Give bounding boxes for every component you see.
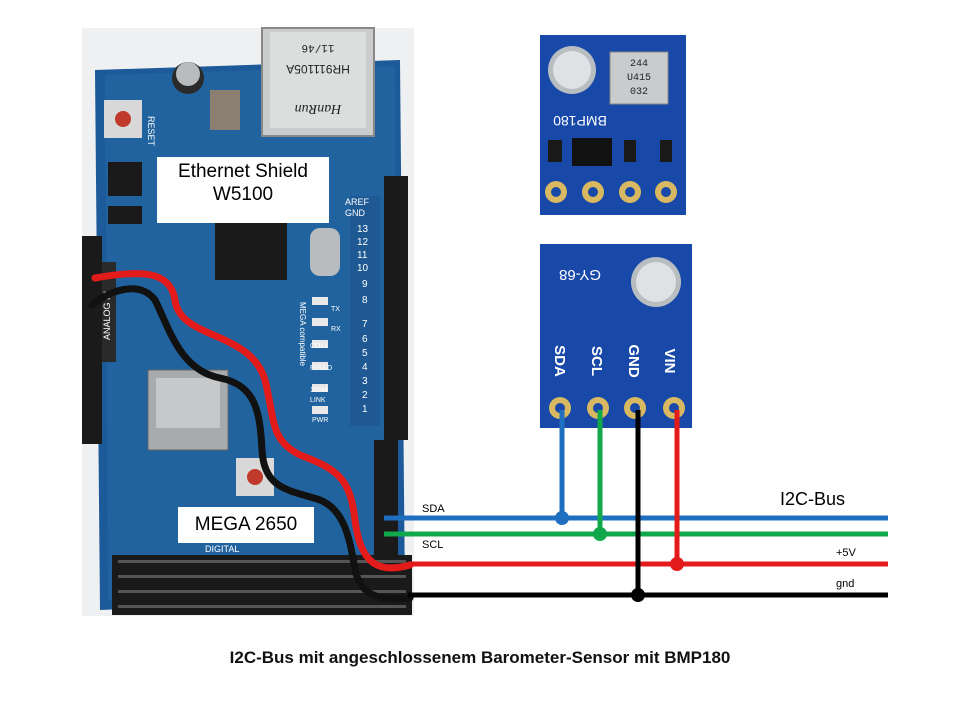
bus-label-5v: +5V bbox=[836, 547, 857, 559]
jack-text-1: 11/46 bbox=[301, 41, 334, 53]
silk-coll: COLL bbox=[310, 343, 328, 350]
bmp180-chip-text-1: 244 bbox=[630, 59, 648, 70]
gy68-pin-gnd: GND bbox=[625, 344, 642, 378]
junction-sda bbox=[555, 511, 569, 525]
silk-2: 2 bbox=[362, 390, 368, 401]
silk-3: 3 bbox=[362, 376, 368, 387]
silk-10: 10 bbox=[357, 263, 369, 274]
ethernet-shield-label-line1: Ethernet Shield bbox=[178, 161, 308, 182]
silk-rx: RX bbox=[331, 326, 341, 333]
jack-text-2: HR911105A bbox=[286, 62, 350, 76]
bus-label-gnd: gnd bbox=[836, 578, 854, 590]
silk-7: 7 bbox=[362, 319, 368, 330]
gy68-pin-sda: SDA bbox=[551, 345, 568, 377]
silk-1: 1 bbox=[362, 404, 368, 415]
bmp180-silkscreen: BMP180 bbox=[553, 113, 607, 129]
bmp180-chip-text-2: U415 bbox=[627, 73, 651, 84]
silk-12: 12 bbox=[357, 237, 369, 248]
silk-mega-compatible: MEGA compatible bbox=[298, 302, 307, 367]
silk-gnd: GND bbox=[345, 208, 366, 218]
gy68-pin-vin: VIN bbox=[661, 348, 678, 373]
silk-analog-in: ANALOG IN bbox=[102, 291, 112, 340]
silk-pwr: PWR bbox=[312, 417, 328, 424]
gy68-board: GY-68 SDA SCL GND VIN bbox=[540, 244, 692, 428]
bus-label-scl: SCL bbox=[422, 539, 443, 551]
silk-13: 13 bbox=[357, 224, 369, 235]
arduino-black-wire bbox=[88, 285, 414, 602]
bmp180-chip-text-3: 032 bbox=[630, 87, 648, 98]
junction-gnd bbox=[631, 588, 645, 602]
jack-text-3: HanRun bbox=[295, 101, 343, 116]
bus-label-sda: SDA bbox=[422, 503, 445, 515]
silk-aref: AREF bbox=[345, 197, 370, 207]
mega-label: MEGA 2650 bbox=[178, 507, 314, 543]
silk-6: 6 bbox=[362, 334, 368, 345]
silk-11: 11 bbox=[357, 250, 368, 261]
junction-scl bbox=[593, 527, 607, 541]
junction-vin bbox=[670, 557, 684, 571]
arduino-red-wire bbox=[91, 270, 414, 572]
silk-100m: 100M bbox=[310, 387, 328, 394]
figure-caption: I2C-Bus mit angeschlossenem Barometer-Se… bbox=[229, 648, 731, 667]
silk-reset: RESET bbox=[146, 116, 156, 147]
bus-title: I2C-Bus bbox=[780, 489, 846, 509]
gy68-pin-scl: SCL bbox=[588, 346, 605, 376]
silk-9: 9 bbox=[362, 279, 368, 290]
silk-digital: DIGITAL bbox=[205, 544, 239, 554]
silk-5: 5 bbox=[362, 348, 368, 359]
silk-link: LINK bbox=[310, 397, 326, 404]
silk-fulld: FULLD bbox=[310, 365, 332, 372]
silk-4: 4 bbox=[362, 362, 368, 373]
silk-tx: TX bbox=[331, 306, 340, 313]
bmp180-board: 244 U415 032 BMP180 bbox=[540, 35, 686, 215]
ethernet-shield-label-line2: W5100 bbox=[212, 183, 274, 205]
gy68-silkscreen: GY-68 bbox=[559, 266, 601, 283]
ethernet-shield-label: Ethernet Shield W5100 bbox=[157, 157, 329, 223]
silk-8: 8 bbox=[362, 295, 368, 306]
